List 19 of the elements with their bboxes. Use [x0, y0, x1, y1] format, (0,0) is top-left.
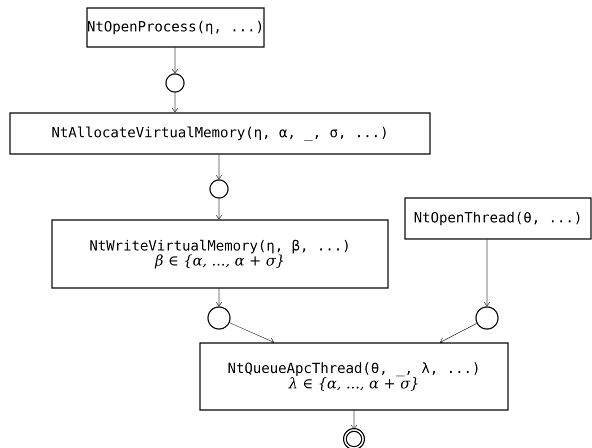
arrow	[440, 323, 477, 344]
arrow	[350, 410, 358, 430]
arrow	[216, 154, 222, 180]
arrow	[229, 322, 274, 344]
process-box: NtWriteVirtualMemory(η, β, ...) β ∈ {α, ..., α + σ}	[51, 219, 389, 289]
place-circle	[207, 306, 231, 330]
arrow	[484, 239, 490, 306]
place-circle	[209, 179, 229, 199]
place-circle	[165, 73, 185, 93]
process-box: NtOpenThread(θ, ...)	[404, 197, 592, 240]
process-box: NtOpenProcess(η, ...)	[86, 7, 265, 48]
arrow	[216, 198, 222, 220]
place-circle	[475, 306, 499, 330]
arrow	[172, 92, 178, 112]
arrow	[172, 47, 178, 74]
process-box: NtAllocateVirtualMemory(η, α, _, σ, ...)	[9, 112, 431, 155]
final-circle	[343, 428, 365, 448]
arrow	[216, 288, 222, 306]
process-box: NtQueueApcThread(θ, _, λ, ...) λ ∈ {α, ..., α + σ}	[199, 342, 509, 411]
